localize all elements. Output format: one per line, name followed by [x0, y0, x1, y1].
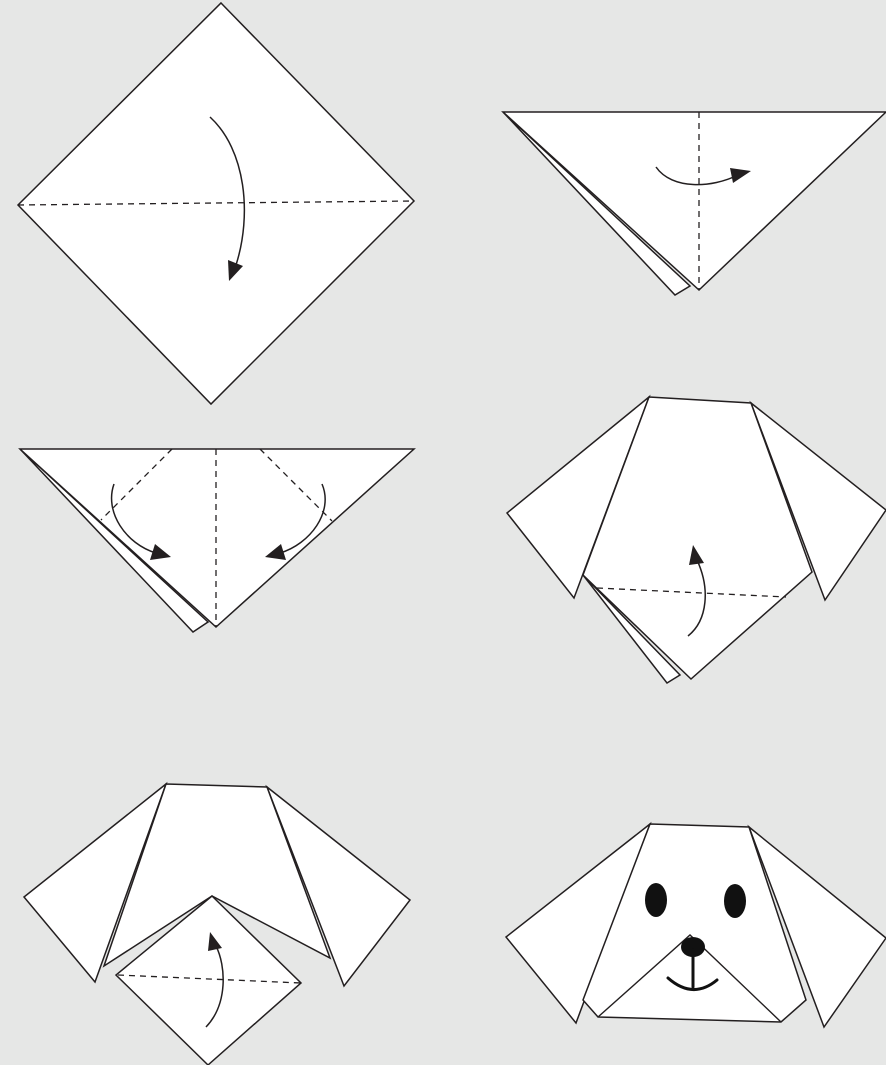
step-1-square-paper	[18, 3, 414, 404]
step-3-folded-triangle	[20, 449, 414, 632]
triangle-paper-shape	[20, 449, 414, 627]
step-4-dog-head	[507, 397, 886, 683]
step-5-dog-head-flap	[24, 784, 410, 1065]
step-2-triangle	[503, 112, 886, 295]
step-6-finished-dog-face	[506, 824, 886, 1027]
right-eye-icon	[724, 884, 746, 918]
left-eye-icon	[645, 883, 667, 917]
triangle-paper-shape	[503, 112, 886, 290]
